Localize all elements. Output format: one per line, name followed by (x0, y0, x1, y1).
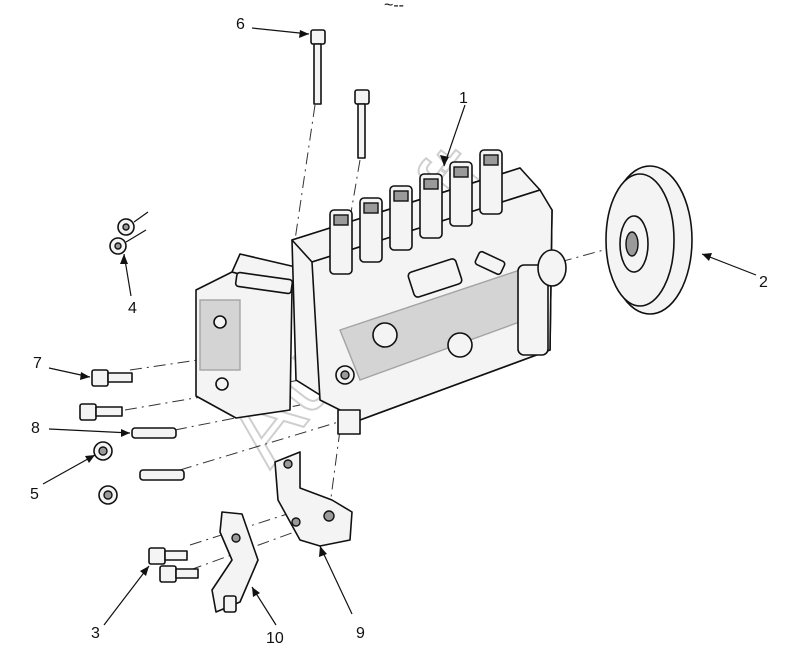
callout-10: 10 (266, 630, 284, 647)
callout-6: 6 (236, 16, 245, 33)
callout-labels: 1 2 3 4 5 6 7 8 9 10 (30, 16, 768, 647)
plate-bracket-part-10 (211, 511, 259, 613)
callout-9: 9 (356, 625, 365, 642)
callout-7: 7 (33, 355, 42, 372)
callout-2: 2 (759, 274, 768, 291)
callout-5: 5 (30, 486, 39, 503)
bolt-part-7 (79, 369, 133, 421)
bolt-part-3 (148, 547, 199, 583)
callout-3: 3 (91, 625, 100, 642)
flange-nut-part-5 (93, 441, 118, 505)
callout-1: 1 (459, 90, 468, 107)
support-bracket-part-9 (274, 451, 353, 547)
leader-lines (42, 27, 757, 626)
delivery-valve-row (329, 149, 503, 275)
stud-part-8 (131, 427, 185, 481)
injection-pump-part-1 (195, 149, 567, 435)
long-bolt-part-6 (310, 29, 370, 159)
callout-4: 4 (128, 300, 137, 317)
nut-part-4 (109, 211, 149, 255)
callout-8: 8 (31, 420, 40, 437)
drive-pulley-part-2 (605, 165, 693, 315)
header-mark: ~-- (384, 0, 404, 14)
